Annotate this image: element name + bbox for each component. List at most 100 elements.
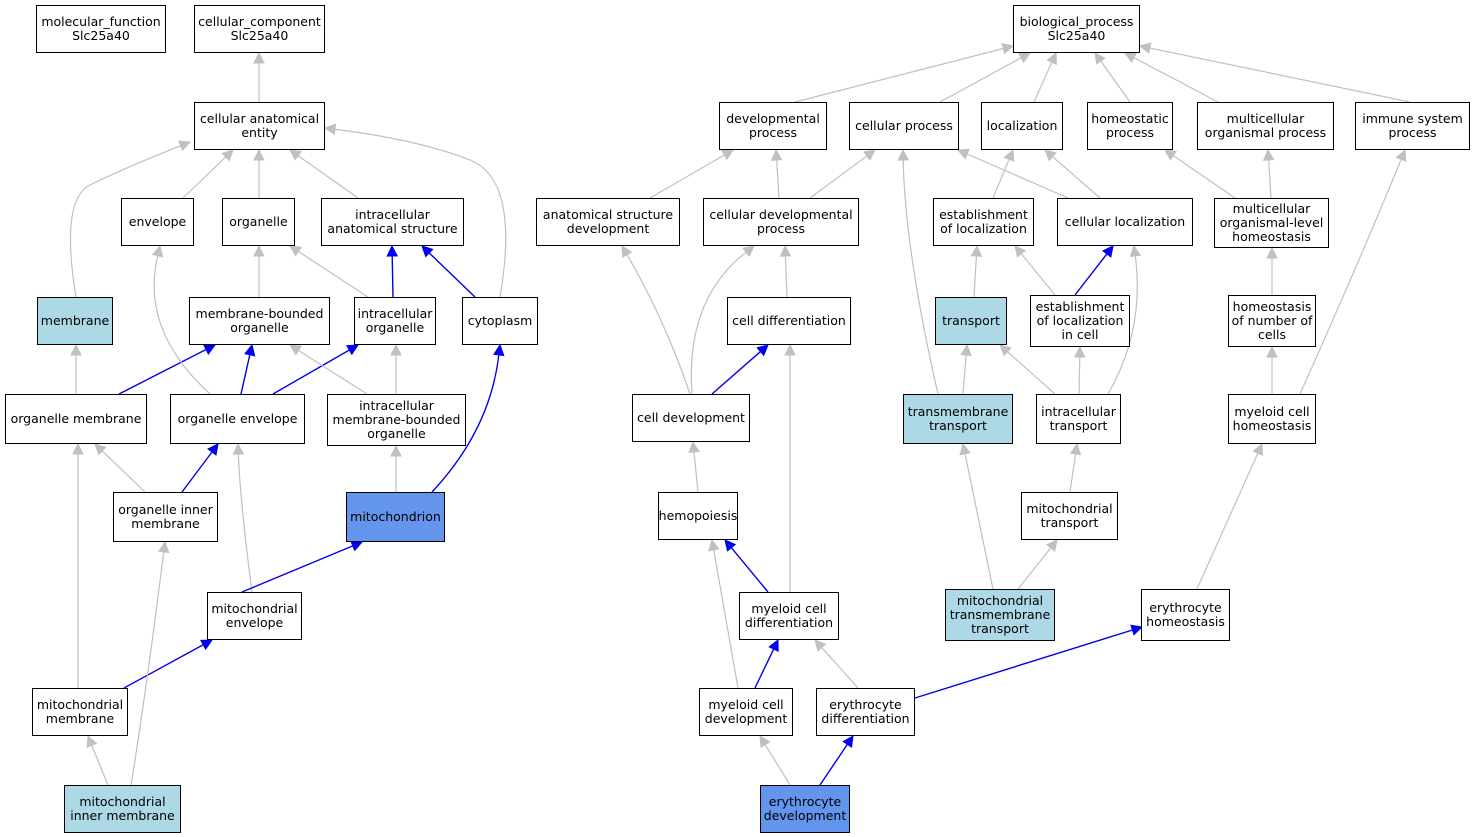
edge-line (431, 354, 500, 493)
edge-arrowhead (244, 343, 256, 357)
term-node-tmt[interactable]: transmembrane transport (903, 394, 1013, 444)
term-node-asd[interactable]: anatomical structure development (536, 198, 680, 246)
edge-om-to-mbo (118, 344, 216, 395)
edge-line (240, 354, 251, 395)
term-node-eh[interactable]: erythrocyte homeostasis (1141, 589, 1230, 641)
edge-line (693, 451, 699, 493)
edge-cl-to-cp (956, 148, 1069, 199)
term-node-hp[interactable]: homeostatic process (1087, 102, 1173, 150)
edge-arrowhead (1130, 624, 1144, 636)
term-node-it[interactable]: intracellular transport (1036, 394, 1121, 444)
edge-line (1100, 60, 1131, 103)
edge-ed-to-mcd (814, 639, 859, 689)
edge-it-to-cl (1107, 244, 1142, 395)
edge-mop-to-bp (1124, 52, 1219, 103)
edge-mito-to-imbo (390, 444, 402, 492)
edge-line (241, 545, 354, 593)
edge-arrowhead (1069, 442, 1082, 456)
term-node-imbo[interactable]: intracellular membrane-bounded organelle (327, 394, 466, 446)
term-node-mch[interactable]: myeloid cell homeostasis (1228, 394, 1316, 444)
edge-line (776, 159, 780, 199)
edge-arrowhead (1129, 244, 1142, 258)
term-node-cp[interactable]: cellular process (849, 102, 959, 150)
edge-line (1020, 253, 1056, 296)
term-node-cdp[interactable]: cellular developmental process (703, 198, 859, 246)
edge-arrowhead (1018, 52, 1031, 64)
term-node-edev[interactable]: erythrocyte development (760, 785, 850, 833)
edge-line (101, 450, 146, 493)
term-node-mf[interactable]: molecular_function Slc25a40 (36, 5, 166, 53)
edge-mtt-to-tmt (959, 442, 994, 590)
edge-line (153, 255, 211, 395)
edge-line (130, 551, 165, 786)
term-node-mcdev[interactable]: myeloid cell development (699, 688, 793, 736)
edge-arrowhead (1395, 148, 1407, 162)
edge-om-to-mem (70, 343, 82, 394)
edge-imbo-to-io (390, 343, 402, 394)
edge-line (902, 159, 939, 395)
edge-arrowhead (1073, 345, 1086, 358)
term-node-mop[interactable]: multicellular organismal process (1197, 102, 1334, 150)
edge-arrowhead (350, 540, 364, 552)
edge-arrowhead (724, 539, 737, 552)
edge-mch-to-isp (1299, 148, 1407, 395)
term-node-cc[interactable]: cellular_component Slc25a40 (194, 5, 325, 53)
term-node-om[interactable]: organelle membrane (5, 394, 147, 444)
edge-mem-to-cae (69, 140, 192, 298)
edge-oe-to-io (272, 344, 359, 395)
edge-line (784, 255, 788, 298)
term-node-cyt[interactable]: cytoplasm (462, 297, 538, 345)
term-node-mt[interactable]: mitochondrial transport (1021, 492, 1118, 540)
edge-arrowhead (289, 245, 302, 257)
term-node-org[interactable]: organelle (222, 198, 295, 246)
edge-arrowhead (842, 735, 854, 748)
edge-mito-to-cyt (431, 343, 505, 493)
edge-cdev-to-cdiff (711, 344, 769, 395)
term-node-isp[interactable]: immune system process (1355, 102, 1470, 150)
edge-arrowhead (1262, 148, 1275, 161)
term-node-mcd[interactable]: myeloid cell differentiation (739, 592, 839, 640)
term-node-tr[interactable]: transport (935, 297, 1007, 345)
term-node-moh[interactable]: multicellular organismal-level homeostas… (1214, 198, 1329, 248)
edge-line (690, 251, 747, 395)
term-node-dp[interactable]: developmental process (719, 102, 827, 150)
term-node-oe[interactable]: organelle envelope (170, 394, 305, 444)
term-node-eolc[interactable]: establishment of localization in cell (1030, 295, 1130, 347)
edge-line (1149, 47, 1411, 103)
edge-arrowhead (1014, 245, 1027, 258)
term-node-cl[interactable]: cellular localization (1057, 198, 1193, 246)
term-node-mim[interactable]: mitochondrial inner membrane (64, 785, 181, 833)
term-node-cae[interactable]: cellular anatomical entity (194, 102, 325, 150)
edge-arrowhead (999, 344, 1012, 357)
edge-arrowhead (1101, 245, 1114, 258)
term-node-mtt[interactable]: mitochondrial transmembrane transport (945, 589, 1055, 641)
term-node-io[interactable]: intracellular organelle (354, 297, 436, 345)
term-node-hnc[interactable]: homeostasis of number of cells (1228, 295, 1316, 347)
term-node-mito[interactable]: mitochondrion (346, 492, 445, 542)
term-node-env[interactable]: envelope (121, 198, 194, 246)
term-node-mem[interactable]: membrane (37, 297, 113, 345)
term-node-eol[interactable]: establishment of localization (933, 198, 1034, 246)
term-node-me[interactable]: mitochondrial envelope (207, 592, 302, 640)
edge-arrowhead (1138, 42, 1152, 54)
term-node-cdiff[interactable]: cell differentiation (727, 297, 851, 345)
term-node-hemo[interactable]: hemopoiesis (658, 492, 738, 540)
term-node-mm[interactable]: mitochondrial membrane (32, 688, 128, 736)
term-node-oim[interactable]: organelle inner membrane (113, 492, 218, 542)
term-node-ias[interactable]: intracellular anatomical structure (321, 198, 464, 246)
edge-io-to-ias (386, 244, 399, 298)
edge-loc-to-bp (1033, 51, 1057, 103)
edge-arrowhead (708, 538, 720, 552)
term-node-bp[interactable]: biological_process Slc25a40 (1013, 5, 1140, 53)
term-node-loc[interactable]: localization (981, 102, 1063, 150)
term-node-ed[interactable]: erythrocyte differentiation (816, 688, 915, 736)
edge-oe-to-mbo (240, 343, 256, 395)
term-node-mbo[interactable]: membrane-bounded organelle (189, 297, 330, 345)
edge-arrowhead (178, 140, 192, 152)
edge-ias-to-cae (289, 149, 359, 199)
edge-hnc-to-moh (1266, 246, 1278, 295)
edge-arrowhead (770, 148, 783, 161)
edge-arrowhead (421, 245, 434, 258)
term-node-cdev[interactable]: cell development (632, 394, 750, 442)
edge-arrowhead (70, 343, 82, 356)
